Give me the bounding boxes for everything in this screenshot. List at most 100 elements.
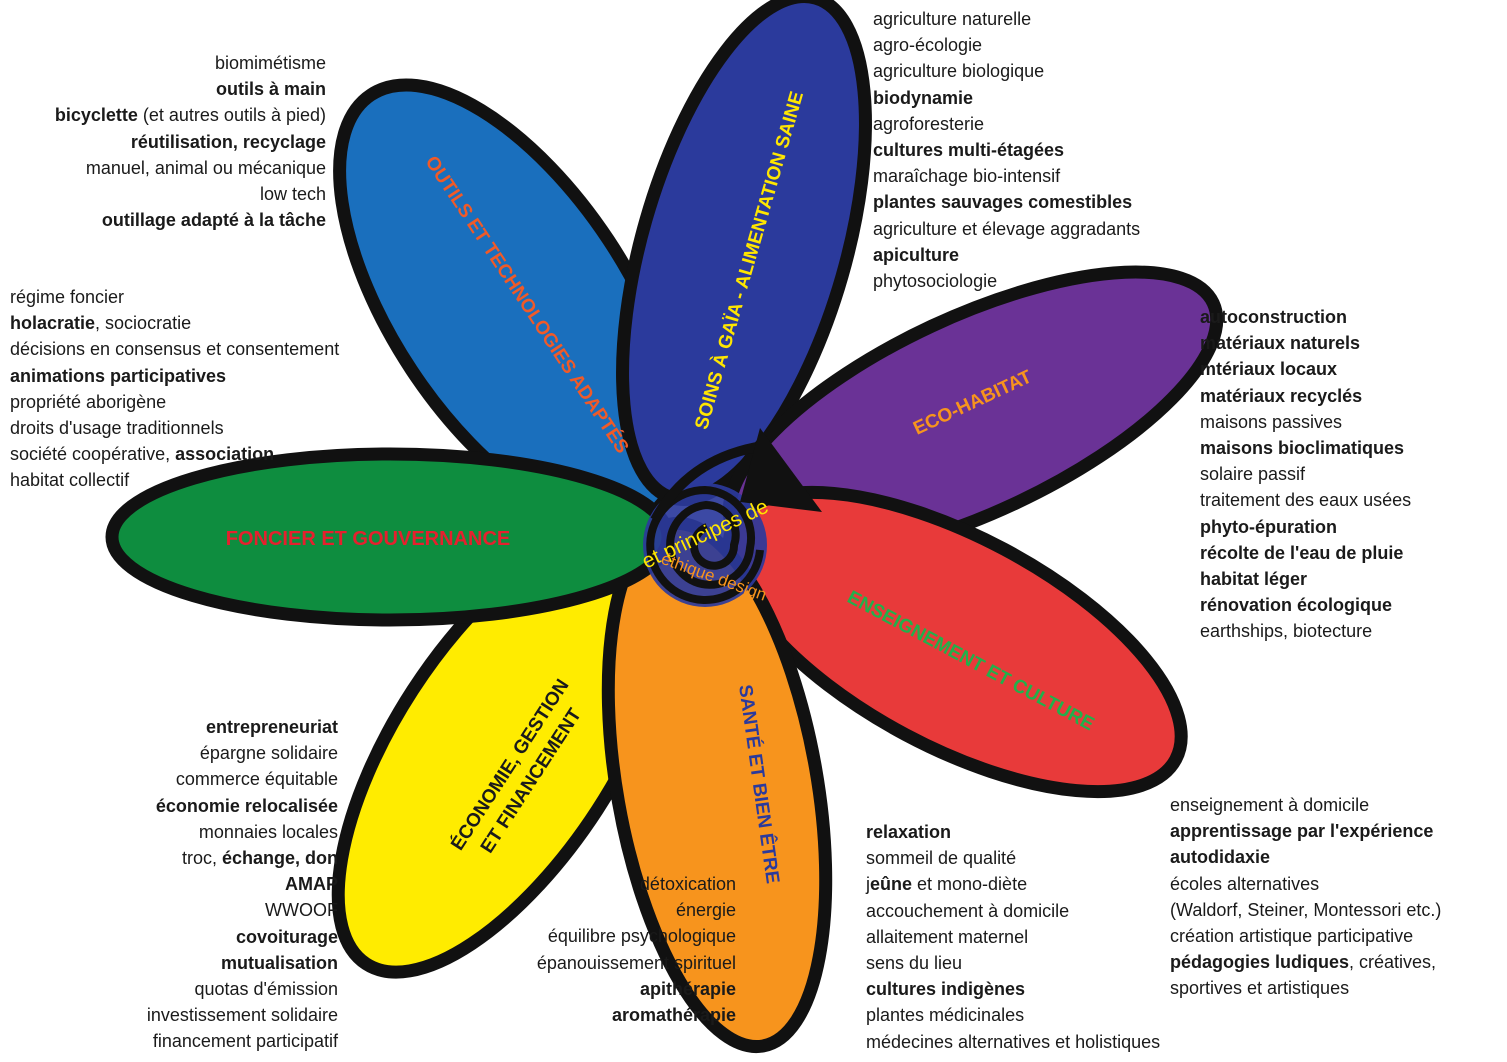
list-item: aromathérapie bbox=[537, 1002, 736, 1028]
list-item: autodidaxie bbox=[1170, 844, 1441, 870]
list-item: investissement solidaire bbox=[147, 1002, 338, 1028]
term: agro-écologie bbox=[873, 35, 983, 56]
term: monnaies locales bbox=[198, 821, 338, 842]
list-item: accouchement à domicile bbox=[866, 898, 1160, 924]
list-item: enseignement à domicile bbox=[1170, 792, 1441, 818]
list-item: outillage adapté à la tâche bbox=[55, 207, 326, 233]
list-item: jeûne et mono-diète bbox=[866, 871, 1160, 897]
list-item: financement participatif bbox=[147, 1028, 338, 1054]
term-bold: maisons bioclimatiques bbox=[1200, 438, 1405, 459]
term: équilibre psychologique bbox=[547, 926, 736, 947]
term-bold: relaxation bbox=[866, 822, 952, 842]
list-item: maisons passives bbox=[1200, 409, 1411, 435]
list-item: mutualisation bbox=[147, 950, 338, 976]
list-item: création artistique participative bbox=[1170, 923, 1441, 949]
list-item: propriété aborigène bbox=[10, 389, 339, 415]
term: maisons passives bbox=[1200, 411, 1343, 432]
list-item: animations participatives bbox=[10, 363, 339, 389]
term: commerce équitable bbox=[175, 769, 338, 790]
term: , sociocratie bbox=[95, 313, 192, 334]
term-bold: AMAP bbox=[285, 874, 338, 895]
list-item: agriculture biologique bbox=[873, 58, 1140, 84]
list-item: solaire passif bbox=[1200, 461, 1411, 487]
term: accouchement à domicile bbox=[866, 900, 1070, 921]
list-item: cultures multi-étagées bbox=[873, 137, 1140, 163]
term-bold: échange, don bbox=[221, 848, 338, 869]
list-item: quotas d'émission bbox=[147, 976, 338, 1002]
term-bold: mutualisation bbox=[220, 952, 338, 973]
term: WWOOF bbox=[265, 900, 338, 921]
term-bold: apiculture bbox=[873, 244, 960, 265]
term: régime foncier bbox=[10, 287, 125, 307]
term-bold: réutilisation, recyclage bbox=[130, 131, 326, 152]
list-item: manuel, animal ou mécanique bbox=[55, 155, 326, 181]
term-bold: association bbox=[175, 444, 275, 465]
list-item: sportives et artistiques bbox=[1170, 975, 1441, 1001]
list-item: équilibre psychologique bbox=[537, 923, 736, 949]
term-bold: apithérapie bbox=[639, 978, 736, 999]
term-bold: holacratie bbox=[10, 313, 96, 334]
term: plantes médicinales bbox=[866, 1005, 1025, 1026]
term-bold: cultures indigènes bbox=[866, 979, 1026, 1000]
list-item: sommeil de qualité bbox=[866, 845, 1160, 871]
list-item: régime foncier bbox=[10, 284, 339, 310]
term: (Waldorf, Steiner, Montessori etc.) bbox=[1170, 899, 1442, 920]
list-item: énergie bbox=[537, 897, 736, 923]
term-bold: matériaux naturels bbox=[1200, 333, 1361, 354]
term-bold: outillage adapté à la tâche bbox=[101, 210, 326, 231]
list-item: earthships, biotecture bbox=[1200, 618, 1411, 644]
term-bold: récolte de l'eau de pluie bbox=[1200, 542, 1404, 563]
list-item: AMAP bbox=[147, 871, 338, 897]
list-item: mtériaux locaux bbox=[1200, 356, 1411, 382]
list-item: outils à main bbox=[55, 76, 326, 102]
list-item: (Waldorf, Steiner, Montessori etc.) bbox=[1170, 897, 1441, 923]
list-item: pédagogies ludiques, créatives, bbox=[1170, 949, 1441, 975]
term: solaire passif bbox=[1200, 464, 1306, 485]
term: manuel, animal ou mécanique bbox=[85, 157, 326, 178]
term: quotas d'émission bbox=[194, 979, 338, 1000]
list-item: médecines alternatives et holistiques bbox=[866, 1029, 1160, 1055]
term-bold: bicyclette bbox=[54, 105, 138, 126]
list-item: phyto-épuration bbox=[1200, 514, 1411, 540]
term-bold: rénovation écologique bbox=[1200, 595, 1393, 616]
list-item: décisions en consensus et consentement bbox=[10, 336, 339, 362]
list-item: allaitement maternel bbox=[866, 924, 1160, 950]
list-item: détoxication bbox=[537, 871, 736, 897]
term: agriculture et élevage aggradants bbox=[873, 218, 1141, 239]
list-item: WWOOF bbox=[147, 897, 338, 923]
list-item: réutilisation, recyclage bbox=[55, 129, 326, 155]
term: sportives et artistiques bbox=[1170, 978, 1350, 999]
term: low tech bbox=[259, 184, 326, 205]
center-spiral: et principes de éthique design bbox=[638, 428, 822, 607]
list-item: bicyclette (et autres outils à pied) bbox=[55, 102, 326, 128]
list-item: habitat collectif bbox=[10, 467, 339, 493]
term: habitat collectif bbox=[10, 470, 130, 491]
term-bold: matériaux recyclés bbox=[1200, 385, 1363, 406]
term: allaitement maternel bbox=[866, 926, 1029, 947]
list-item: écoles alternatives bbox=[1170, 871, 1441, 897]
arrow-head-icon bbox=[740, 428, 822, 512]
term: épanouissement spirituel bbox=[536, 952, 736, 973]
term: création artistique participative bbox=[1170, 926, 1414, 947]
list-item: biodynamie bbox=[873, 85, 1140, 111]
petal-label-foncier: FONCIER ET GOUVERNANCE bbox=[226, 528, 510, 550]
term-bold: phyto-épuration bbox=[1200, 516, 1337, 537]
term: droits d'usage traditionnels bbox=[10, 418, 224, 439]
list-item: récolte de l'eau de pluie bbox=[1200, 540, 1411, 566]
list-item: traitement des eaux usées bbox=[1200, 487, 1411, 513]
term-bold: aromathérapie bbox=[611, 1005, 736, 1026]
spiral-path bbox=[646, 485, 764, 604]
list-item: commerce équitable bbox=[147, 766, 338, 792]
list-item: monnaies locales bbox=[147, 819, 338, 845]
term: investissement solidaire bbox=[146, 1005, 338, 1026]
term: j bbox=[866, 874, 870, 895]
term-bold: économie relocalisée bbox=[155, 795, 338, 816]
list-item: matériaux recyclés bbox=[1200, 383, 1411, 409]
list-item: holacratie, sociocratie bbox=[10, 310, 339, 336]
list-item: relaxation bbox=[866, 819, 1160, 845]
